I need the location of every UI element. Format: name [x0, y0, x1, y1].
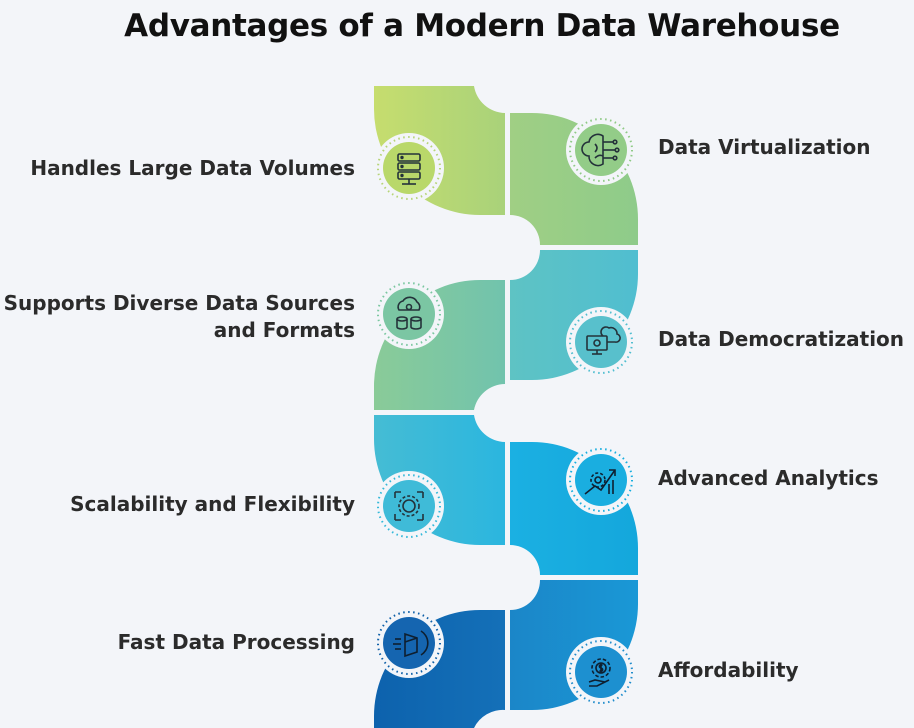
cloud-monitor-icon — [586, 326, 621, 355]
label-text: Advanced Analytics — [658, 466, 879, 490]
label-text: Data Democratization — [658, 327, 905, 351]
server-rack-icon — [397, 153, 421, 185]
fast-box-icon — [393, 630, 429, 658]
label-handles-large-data: Handles Large Data Volumes — [30, 155, 355, 182]
label-text-line2: and Formats — [213, 318, 355, 342]
badge-handles-large-data — [374, 133, 444, 203]
label-affordability: Affordability — [658, 657, 799, 684]
label-text-line1: Supports Diverse Data Sources — [3, 291, 355, 315]
label-text: Fast Data Processing — [117, 630, 355, 654]
money-gear-icon — [588, 658, 611, 687]
page-title: Advantages of a Modern Data Warehouse — [124, 8, 840, 44]
brain-circuit-icon — [581, 133, 620, 167]
badge-democratization — [566, 307, 636, 377]
label-text: Scalability and Flexibility — [70, 492, 355, 516]
label-virtualization: Data Virtualization — [658, 134, 871, 161]
badge-advanced-analytics — [566, 445, 636, 515]
label-advanced-analytics: Advanced Analytics — [658, 465, 879, 492]
label-text: Handles Large Data Volumes — [30, 156, 355, 180]
analytics-gear-icon — [584, 469, 616, 495]
label-scalability: Scalability and Flexibility — [70, 491, 355, 518]
badge-scalability — [374, 471, 444, 541]
scaling-gear-icon — [394, 491, 424, 521]
badge-fast-processing — [374, 608, 444, 678]
label-text: Affordability — [658, 658, 799, 682]
label-text: Data Virtualization — [658, 135, 871, 159]
label-democratization: Data Democratization — [658, 326, 904, 353]
cloud-database-icon — [396, 296, 422, 330]
badge-affordability — [566, 637, 636, 707]
label-diverse-sources: Supports Diverse Data Sources and Format… — [4, 290, 355, 344]
label-fast-processing: Fast Data Processing — [118, 629, 355, 656]
badge-diverse-sources — [374, 279, 444, 349]
badge-virtualization — [566, 115, 636, 185]
